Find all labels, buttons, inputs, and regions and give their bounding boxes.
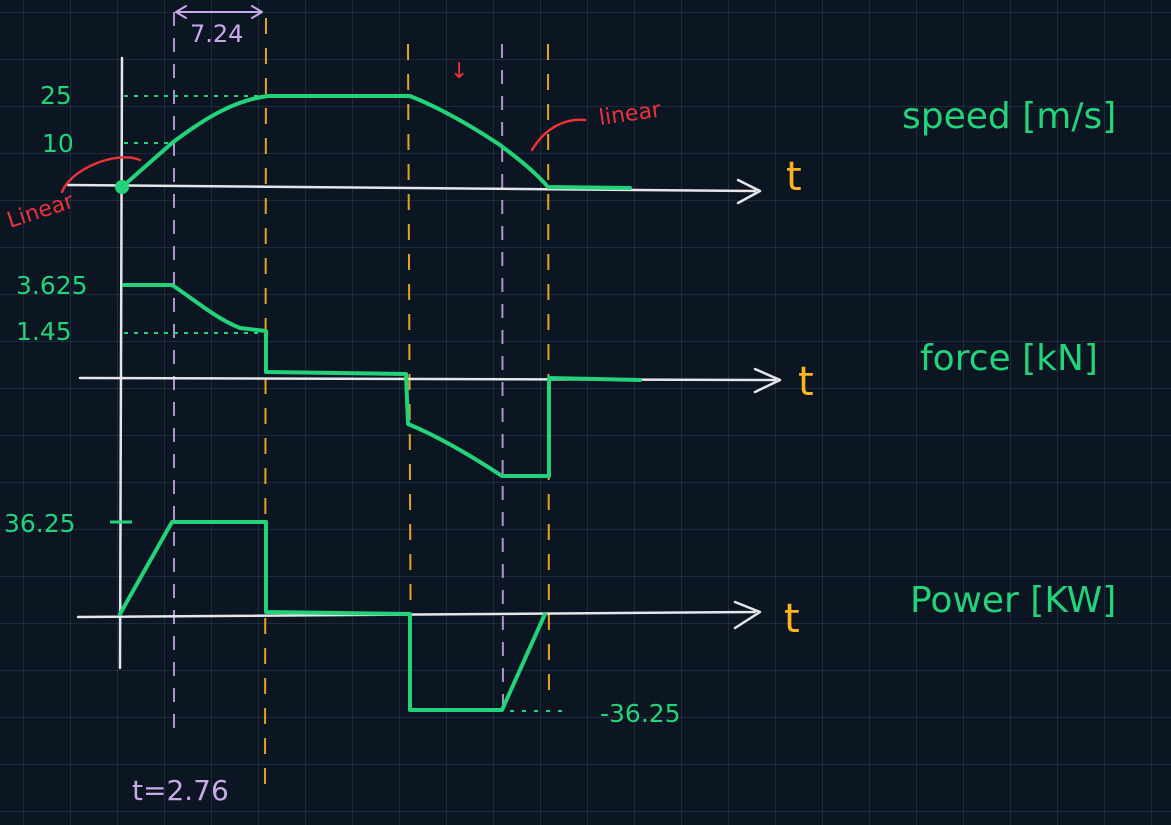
speed-title: speed [m/s] — [902, 96, 1116, 137]
power-t-axis — [76, 600, 762, 630]
power-title: Power [KW] — [910, 580, 1116, 621]
force-tick-1-45: 1.45 — [16, 317, 72, 346]
force-title: force [kN] — [920, 338, 1098, 379]
force-curve — [122, 283, 642, 478]
speed-t-axis — [66, 178, 762, 205]
divider-orange-3 — [547, 43, 550, 701]
power-curve — [118, 520, 547, 712]
force-t-axis — [78, 367, 782, 394]
speed-t-label: t — [786, 154, 802, 200]
divider-orange-1 — [264, 17, 267, 796]
linear-note-right: linear — [597, 97, 663, 131]
speed-tick-25: 25 — [40, 81, 72, 110]
speed-tick-10: 10 — [42, 129, 74, 158]
linear-note-left: Linear — [4, 189, 78, 234]
interval-arrow — [175, 5, 263, 19]
red-arrow-mark: ↓ — [450, 59, 468, 84]
vertical-axis — [118, 56, 124, 670]
time-label: t=2.76 — [132, 774, 229, 807]
power-tick-neg: -36.25 — [600, 699, 681, 728]
speed-curve — [120, 94, 632, 190]
speed-start-dot — [115, 180, 129, 194]
power-tick-pos: 36.25 — [4, 509, 76, 538]
force-tick-3-625: 3.625 — [16, 271, 88, 300]
divider-lilac-2 — [501, 43, 504, 713]
divider-orange-2 — [407, 43, 412, 709]
linear-note-arrow-left — [60, 156, 142, 194]
power-t-label: t — [784, 596, 800, 642]
interval-label: 7.24 — [190, 20, 243, 48]
force-t-label: t — [798, 359, 814, 405]
linear-note-arrow-right — [530, 118, 587, 152]
